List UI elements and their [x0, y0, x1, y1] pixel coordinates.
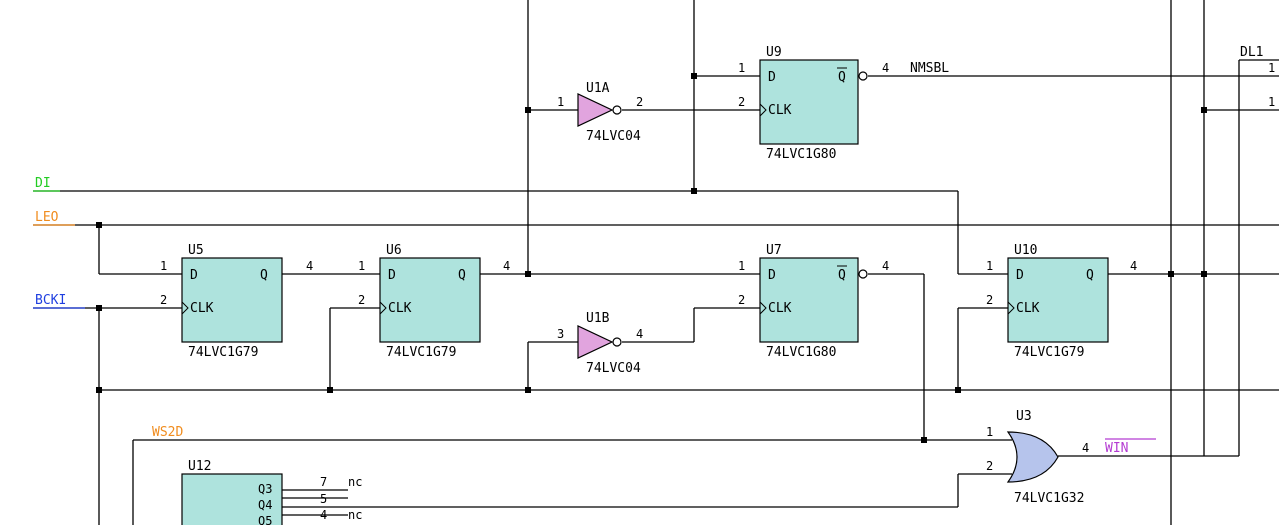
u6-pin-q-label: Q	[458, 268, 466, 283]
u10-pin-q-number: 4	[1130, 259, 1137, 273]
u12-pin-7-number: 7	[320, 475, 327, 489]
inverter-u1b[interactable]: U1B 3 4 74LVC04	[557, 311, 643, 376]
u6-part-number: 74LVC1G79	[386, 345, 456, 360]
u9-pin-q-label: Q	[838, 70, 846, 85]
flipflop-u7[interactable]: U7 D Q CLK 1 2 4 74LVC1G80	[738, 243, 889, 360]
u10-pin-clk-label: CLK	[1016, 301, 1040, 316]
net-label-nmsbl: NMSBL	[910, 61, 949, 76]
u12-ref: U12	[188, 459, 211, 474]
u12-pin-q5: Q5	[258, 514, 272, 525]
u5-pin-clk-number: 2	[160, 293, 167, 307]
flipflop-u5[interactable]: U5 D Q CLK 1 2 4 74LVC1G79	[160, 243, 313, 360]
u9-pin-clk-label: CLK	[768, 103, 792, 118]
u10-pin-d-number: 1	[986, 259, 993, 273]
u5-pin-d-label: D	[190, 268, 198, 283]
u7-pin-q-label: Q	[838, 268, 846, 283]
u3-pin-a: 1	[986, 425, 993, 439]
u3-ref: U3	[1016, 409, 1032, 424]
u1b-pin-out: 4	[636, 327, 643, 341]
u1b-part-number: 74LVC04	[586, 361, 641, 376]
net-label-bcki: BCKI	[35, 293, 66, 308]
u1a-part-number: 74LVC04	[586, 129, 641, 144]
u6-pin-q-number: 4	[503, 259, 510, 273]
u6-pin-clk-number: 2	[358, 293, 365, 307]
u7-pin-q-number: 4	[882, 259, 889, 273]
u9-part-number: 74LVC1G80	[766, 147, 836, 162]
dl1-pin-1: 1	[1268, 61, 1275, 75]
u9-pin-clk-number: 2	[738, 95, 745, 109]
u9-pin-d-label: D	[768, 70, 776, 85]
u7-pin-d-label: D	[768, 268, 776, 283]
u10-pin-clk-number: 2	[986, 293, 993, 307]
u10-ref: U10	[1014, 243, 1037, 258]
net-label-leo: LEO	[35, 210, 59, 225]
u12-pin-5-number: 5	[320, 492, 327, 506]
net-label-dl1: DL1	[1240, 45, 1263, 60]
u5-pin-clk-label: CLK	[190, 301, 214, 316]
u7-part-number: 74LVC1G80	[766, 345, 836, 360]
u3-pin-y: 4	[1082, 441, 1089, 455]
u12-pin-4-nc: nc	[348, 508, 362, 522]
net-labels: DI LEO BCKI WS2D NMSBL WIN DL1 1 1	[33, 45, 1275, 456]
u3-part-number: 74LVC1G32	[1014, 491, 1084, 506]
wires	[33, 0, 1279, 525]
flipflop-u9[interactable]: U9 D Q CLK 1 2 4 74LVC1G80	[738, 45, 889, 162]
u5-part-number: 74LVC1G79	[188, 345, 258, 360]
dl1-pin-2: 1	[1268, 95, 1275, 109]
u7-ref: U7	[766, 243, 782, 258]
u1a-pin-in: 1	[557, 95, 564, 109]
flipflop-u6[interactable]: U6 D Q CLK 1 2 4 74LVC1G79	[358, 243, 510, 360]
u5-pin-d-number: 1	[160, 259, 167, 273]
u12-pin-4-number: 4	[320, 508, 327, 522]
u6-pin-clk-label: CLK	[388, 301, 412, 316]
u9-pin-d-number: 1	[738, 61, 745, 75]
u5-pin-q-label: Q	[260, 268, 268, 283]
u10-part-number: 74LVC1G79	[1014, 345, 1084, 360]
u12-pin-7-nc: nc	[348, 475, 362, 489]
u12-pin-q3: Q3	[258, 482, 272, 496]
u3-pin-b: 2	[986, 459, 993, 473]
u6-pin-d-label: D	[388, 268, 396, 283]
flipflop-u10[interactable]: U10 D Q CLK 1 2 4 74LVC1G79	[986, 243, 1137, 360]
u1b-pin-in: 3	[557, 327, 564, 341]
u10-pin-q-label: Q	[1086, 268, 1094, 283]
u5-ref: U5	[188, 243, 204, 258]
u7-pin-clk-number: 2	[738, 293, 745, 307]
u1a-pin-out: 2	[636, 95, 643, 109]
u7-pin-clk-label: CLK	[768, 301, 792, 316]
u1a-ref: U1A	[586, 81, 610, 96]
u12-pin-q4: Q4	[258, 498, 272, 512]
u9-ref: U9	[766, 45, 782, 60]
counter-u12[interactable]: U12 Q3 Q4 Q5 7 nc 5 4 nc	[181, 459, 362, 525]
net-label-di: DI	[35, 176, 51, 191]
u7-pin-d-number: 1	[738, 259, 745, 273]
net-label-ws2d: WS2D	[152, 425, 183, 440]
u6-ref: U6	[386, 243, 402, 258]
junctions	[96, 73, 1207, 443]
net-label-win: WIN	[1105, 441, 1128, 456]
u5-pin-q-number: 4	[306, 259, 313, 273]
or-gate-u3[interactable]: U3 1 2 4 74LVC1G32	[986, 409, 1089, 506]
u1b-ref: U1B	[586, 311, 610, 326]
inverter-u1a[interactable]: U1A 1 2 74LVC04	[557, 81, 643, 144]
u9-pin-q-number: 4	[882, 61, 889, 75]
u6-pin-d-number: 1	[358, 259, 365, 273]
u10-pin-d-label: D	[1016, 268, 1024, 283]
